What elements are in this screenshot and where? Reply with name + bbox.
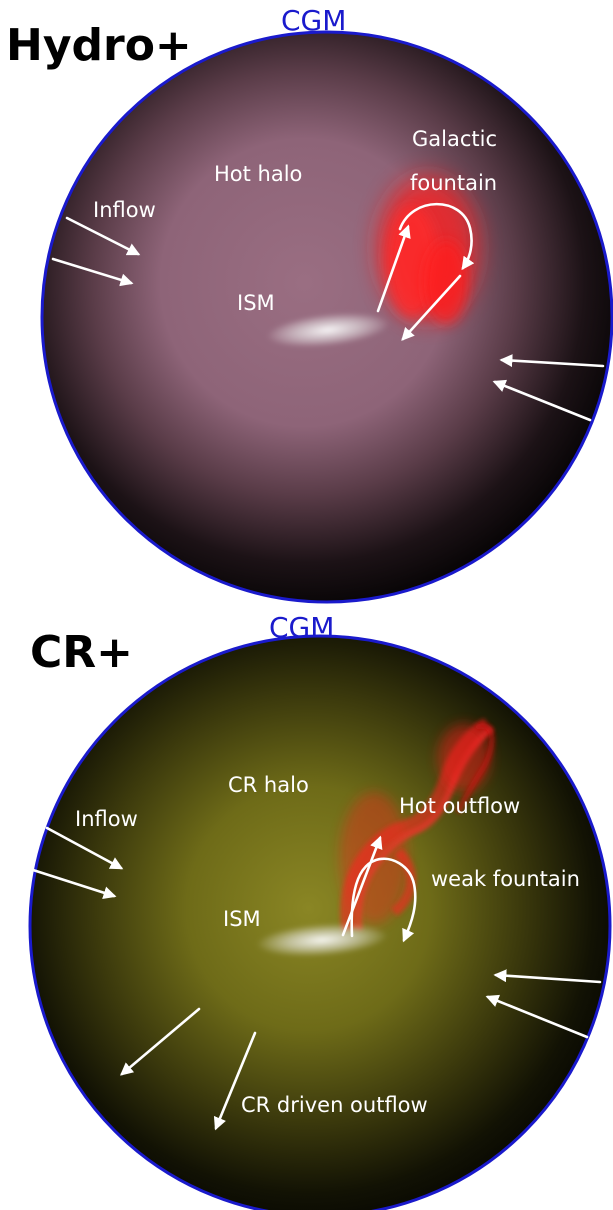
cr-inflow-arrow-right-lower bbox=[485, 994, 589, 1039]
cr-hot-outflow-plume bbox=[340, 718, 495, 932]
hydro-ism-label: ISM bbox=[237, 291, 275, 315]
cr-driven-outflow-label: CR driven outflow bbox=[241, 1093, 428, 1117]
cr-outflow-arrow-left bbox=[120, 1007, 201, 1076]
cr-inflow-label: Inflow bbox=[75, 807, 138, 831]
cr-outflow-up-arrow bbox=[341, 835, 383, 937]
hydro-inflow-arrow-right-lower bbox=[492, 379, 592, 422]
cr-hot-outflow-label: Hot outflow bbox=[399, 794, 520, 818]
hydro-fountain-up-arrow bbox=[376, 224, 411, 313]
hydro-halo-label: Hot halo bbox=[214, 162, 302, 186]
cr-weak-fountain-label: weak fountain bbox=[431, 867, 580, 891]
cr-weak-fountain-loop-arrow bbox=[350, 857, 417, 943]
hydro-inflow-arrow-lower bbox=[51, 257, 134, 287]
cr-halo-label: CR halo bbox=[228, 773, 309, 797]
hydro-fountain-cloud bbox=[378, 176, 478, 324]
cr-ism-label: ISM bbox=[223, 907, 261, 931]
hydro-ism-disk bbox=[266, 312, 390, 348]
cr-ism-disk bbox=[256, 923, 388, 957]
cr-cgm-disk bbox=[28, 634, 612, 1210]
cr-inflow-arrow-lower bbox=[31, 868, 117, 900]
cr-outflow-arrow-down bbox=[213, 1031, 257, 1131]
hydro-panel: Hydro+ CGM Hot halo Inflow ISM Galactic … bbox=[6, 4, 613, 604]
hydro-fountain-loop-arrow bbox=[398, 202, 475, 271]
hydro-fountain-label-line1: Galactic bbox=[412, 127, 497, 151]
hydro-fountain-down-arrow bbox=[401, 274, 462, 341]
hydro-inflow-arrow-upper bbox=[65, 216, 141, 256]
cr-panel-title: CR+ bbox=[30, 627, 133, 678]
cr-inflow-arrow-upper bbox=[45, 826, 124, 870]
cr-inflow-arrow-right-upper bbox=[493, 969, 602, 984]
hydro-inflow-arrow-right-upper bbox=[499, 354, 605, 368]
hydro-inflow-label: Inflow bbox=[93, 198, 156, 222]
cr-panel: CR+ CGM CR halo Inflow ISM Hot outf bbox=[28, 611, 612, 1210]
hydro-fountain-label-line2: fountain bbox=[410, 171, 497, 195]
hydro-panel-title: Hydro+ bbox=[6, 20, 192, 71]
